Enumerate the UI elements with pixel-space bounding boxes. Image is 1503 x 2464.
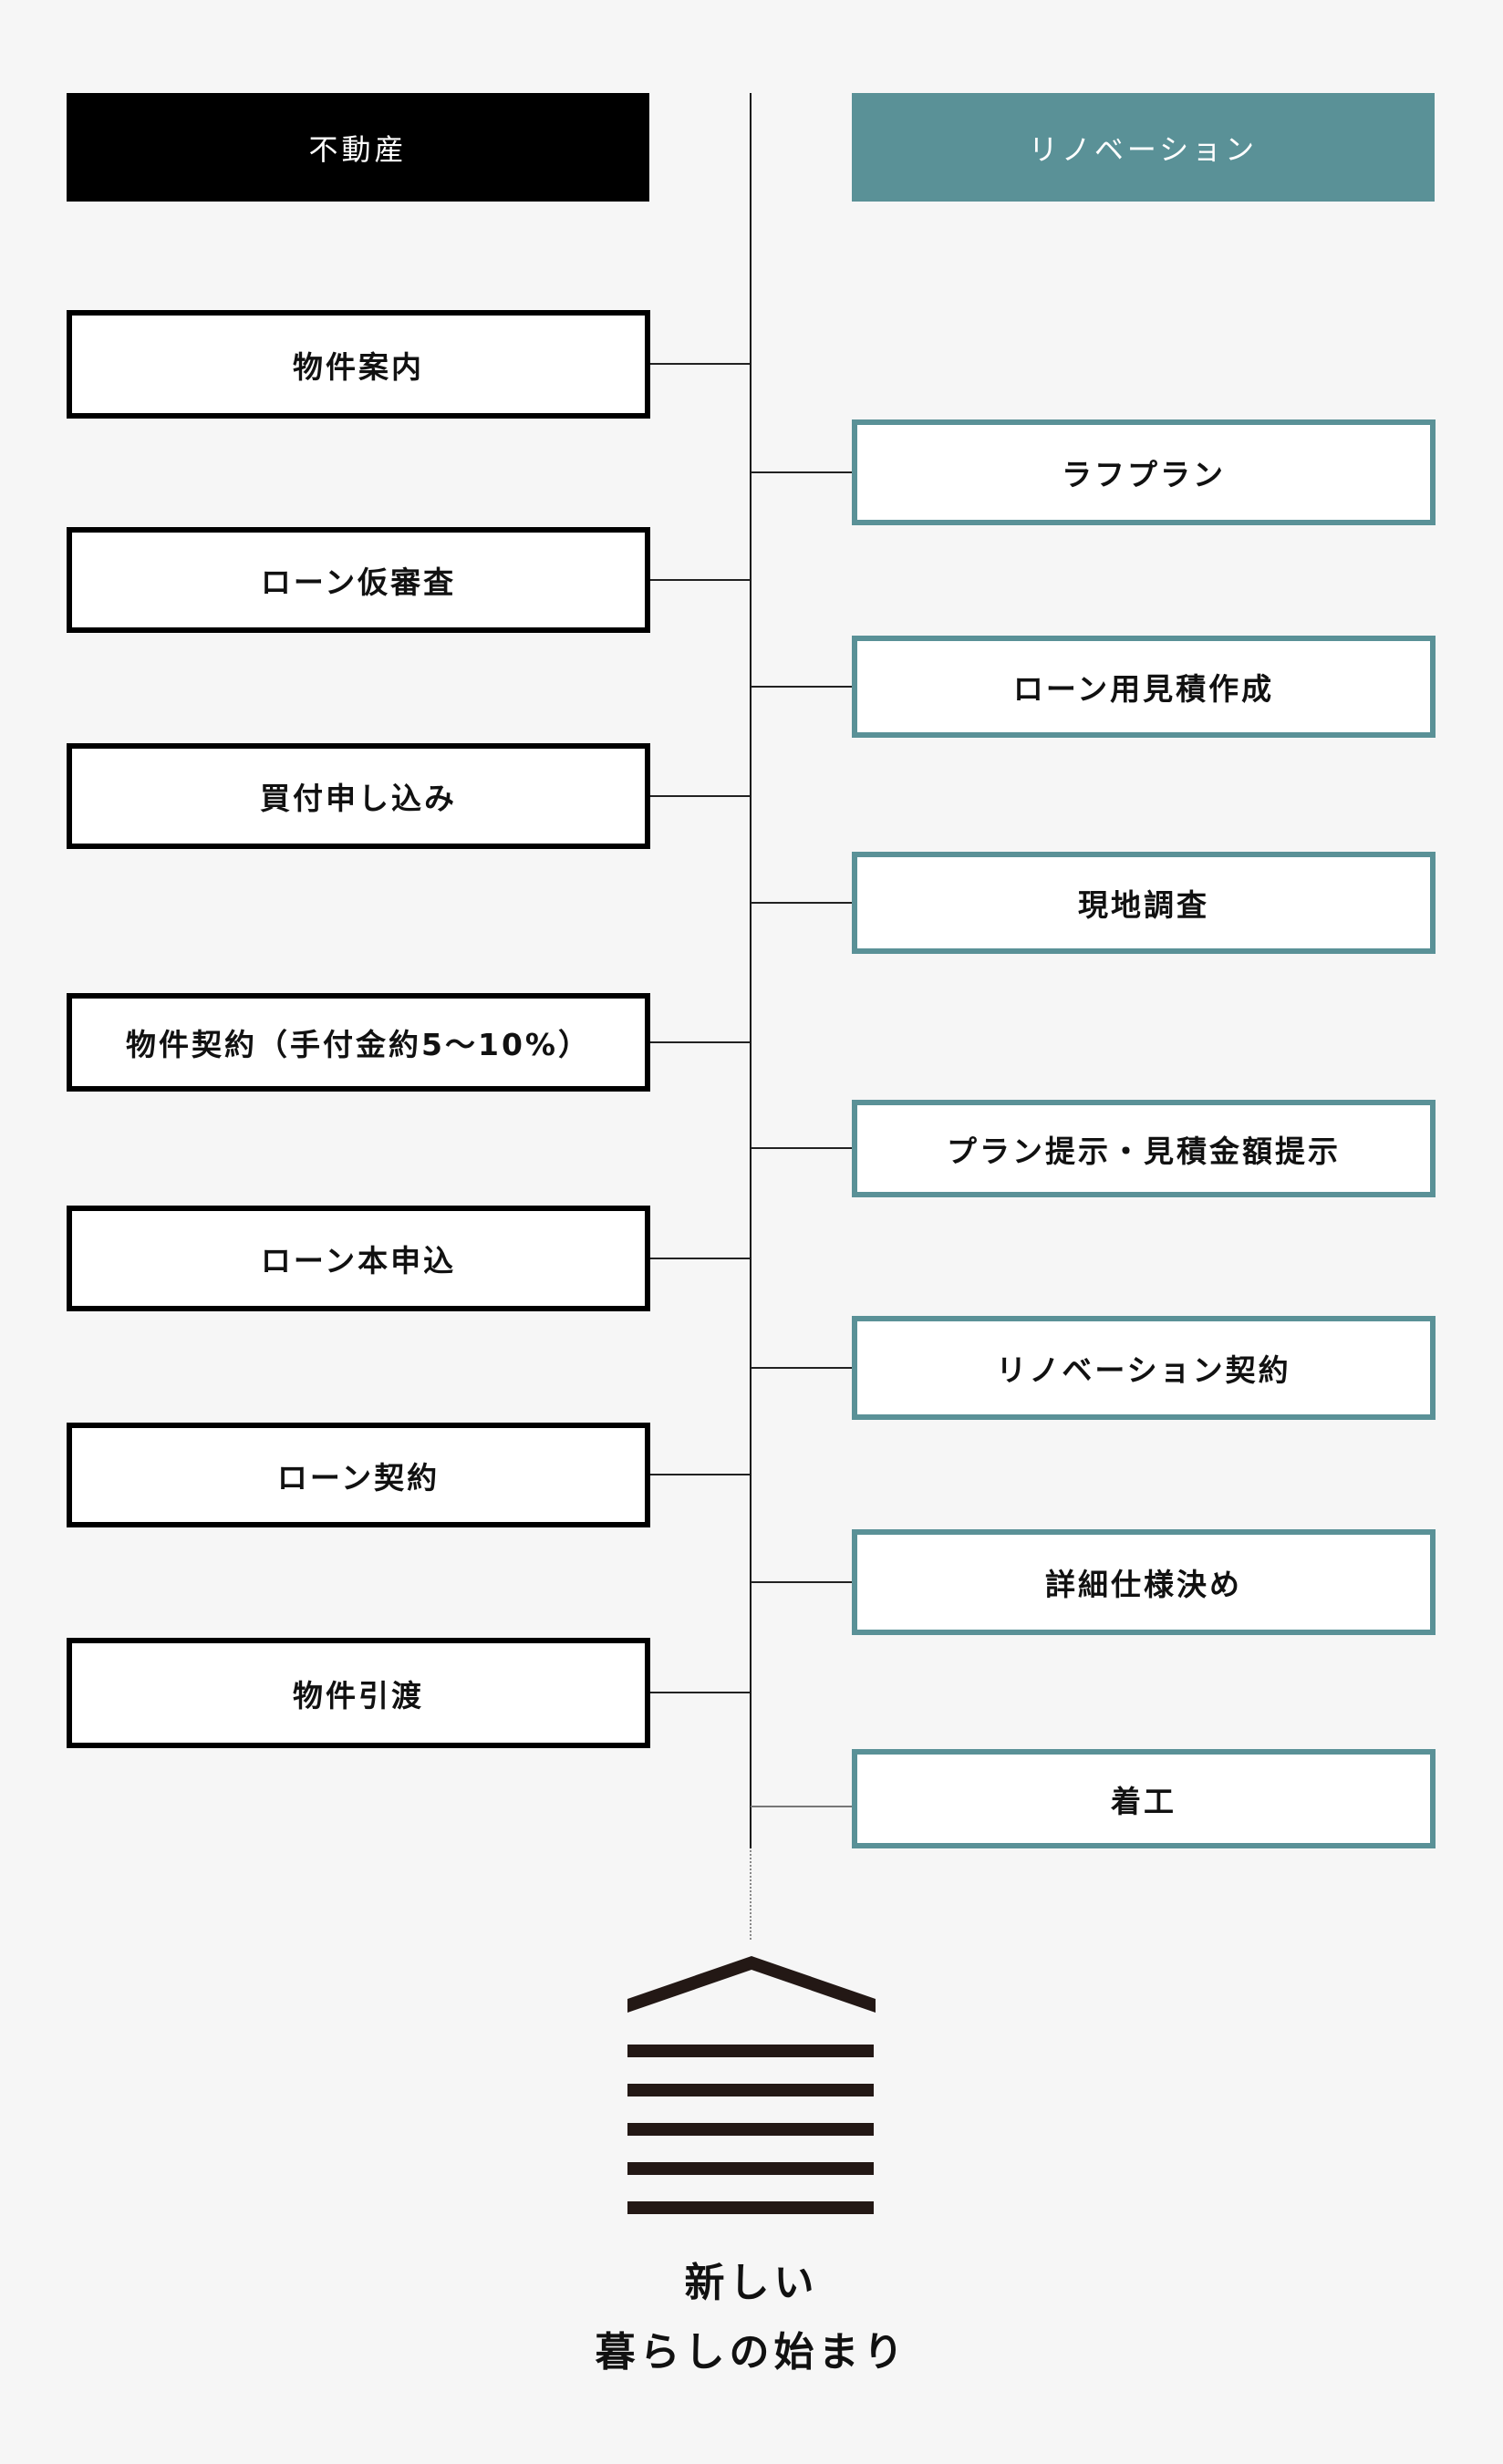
renovation-step-3: 現地調査 <box>852 852 1436 954</box>
step-label: 詳細仕様決め <box>1045 1567 1242 1602</box>
renovation-step-2: ローン用見積作成 <box>852 636 1436 738</box>
step-label: ラフプラン <box>1062 457 1226 492</box>
renovation-header-label: リノベーション <box>1028 131 1259 167</box>
real-estate-step-4: 物件契約（手付金約5～10%） <box>67 993 650 1092</box>
real-estate-step-7: 物件引渡 <box>67 1638 650 1748</box>
renovation-header: リノベーション <box>852 93 1435 202</box>
step-label: ローン本申込 <box>260 1243 457 1279</box>
timeline-spine-dotted <box>750 1850 752 1940</box>
connector-right-1 <box>751 471 852 473</box>
connector-right-3 <box>751 902 852 904</box>
real-estate-step-2: ローン仮審査 <box>67 527 650 633</box>
step-label: リノベーション契約 <box>996 1352 1291 1388</box>
step-label: ローン仮審査 <box>260 564 457 600</box>
tagline: 新しい 暮らしの始まり <box>0 2249 1503 2387</box>
connector-left-5 <box>650 1258 751 1259</box>
real-estate-header-label: 不動産 <box>308 131 408 167</box>
step-label: 買付申し込み <box>260 781 457 816</box>
renovation-step-5: リノベーション契約 <box>852 1316 1436 1420</box>
step-label: ローン用見積作成 <box>1012 671 1275 707</box>
house-icon <box>627 1952 876 2225</box>
connector-right-2 <box>751 686 852 688</box>
renovation-step-6: 詳細仕様決め <box>852 1529 1436 1635</box>
connector-left-6 <box>650 1474 751 1475</box>
renovation-step-7: 着工 <box>852 1749 1436 1848</box>
real-estate-header: 不動産 <box>67 93 649 202</box>
connector-left-7 <box>650 1692 751 1693</box>
timeline-spine <box>750 93 752 1848</box>
connector-left-2 <box>650 579 751 581</box>
step-label: 現地調査 <box>1078 887 1209 923</box>
step-label: プラン提示・見積金額提示 <box>947 1133 1341 1169</box>
renovation-step-1: ラフプラン <box>852 419 1436 525</box>
real-estate-step-5: ローン本申込 <box>67 1206 650 1311</box>
step-label: 物件案内 <box>293 348 424 385</box>
connector-right-4 <box>751 1147 852 1149</box>
connector-left-1 <box>650 363 751 365</box>
step-label: 物件引渡 <box>293 1677 424 1713</box>
real-estate-step-6: ローン契約 <box>67 1423 650 1527</box>
step-label: ローン契約 <box>276 1459 441 1496</box>
tagline-line-1: 新しい <box>684 2260 819 2306</box>
connector-left-3 <box>650 795 751 797</box>
real-estate-step-3: 買付申し込み <box>67 743 650 849</box>
step-label: 着工 <box>1111 1783 1176 1819</box>
tagline-line-2: 暮らしの始まり <box>595 2329 908 2376</box>
step-label: 物件契約（手付金約5～10%） <box>126 1027 591 1062</box>
connector-right-7 <box>751 1806 852 1807</box>
connector-left-4 <box>650 1041 751 1043</box>
connector-right-5 <box>751 1367 852 1369</box>
real-estate-step-1: 物件案内 <box>67 310 650 419</box>
connector-right-6 <box>751 1581 852 1583</box>
renovation-step-4: プラン提示・見積金額提示 <box>852 1100 1436 1197</box>
